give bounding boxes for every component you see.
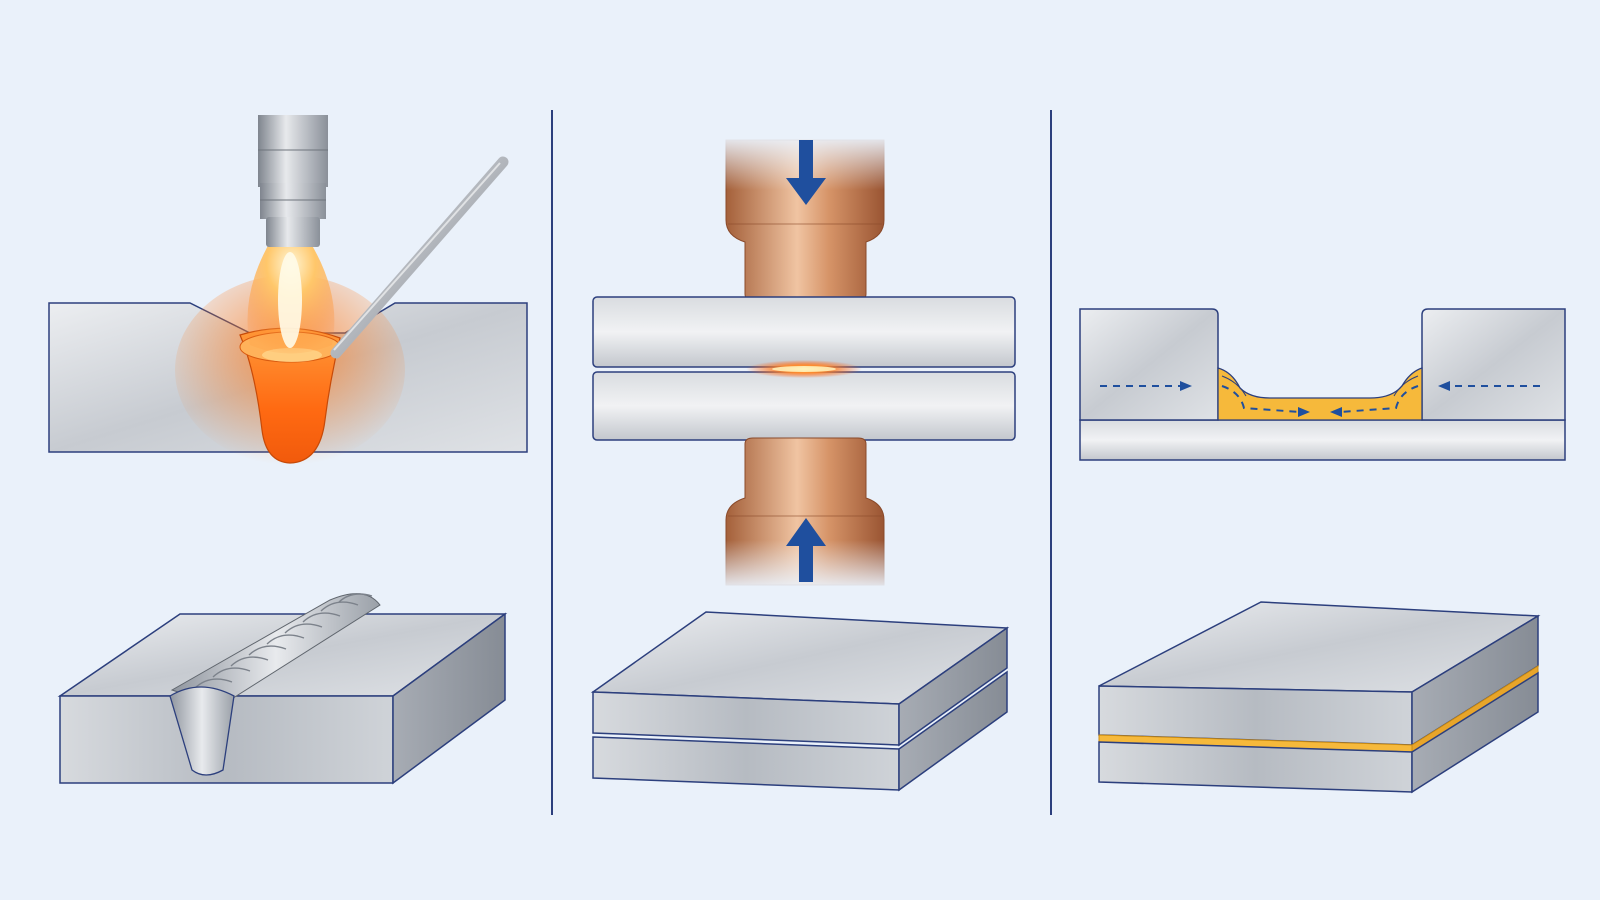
resistance-welding-panel xyxy=(590,135,1016,792)
brazed-plates-result xyxy=(1098,601,1541,794)
filler-rod xyxy=(330,156,509,359)
flow-arrow-icon xyxy=(1438,381,1450,391)
lower-sheet xyxy=(592,371,1016,441)
left-block xyxy=(1079,308,1219,421)
flow-arrow-icon xyxy=(1298,407,1310,417)
finished-weld-bead-block xyxy=(57,593,508,785)
weld-cross-section xyxy=(169,686,235,776)
upper-sheet xyxy=(592,296,1016,368)
capillary-flow-arrows xyxy=(1100,385,1540,413)
brazing-panel xyxy=(1079,308,1566,794)
arrow-down-icon xyxy=(786,140,826,205)
flow-arrow-icon xyxy=(1180,381,1192,391)
filler-metal-joint xyxy=(1217,367,1423,421)
stacked-plates-result xyxy=(590,611,1010,792)
block-side xyxy=(392,612,506,785)
flow-arrow-icon xyxy=(1330,407,1342,417)
arrow-up-icon xyxy=(786,518,826,582)
flame-core xyxy=(278,252,302,348)
base-plate xyxy=(1079,419,1566,461)
torch-nozzle xyxy=(258,115,328,247)
right-block xyxy=(1421,308,1566,421)
fusion-welding-panel xyxy=(48,115,528,785)
bead-ripples xyxy=(194,593,373,689)
